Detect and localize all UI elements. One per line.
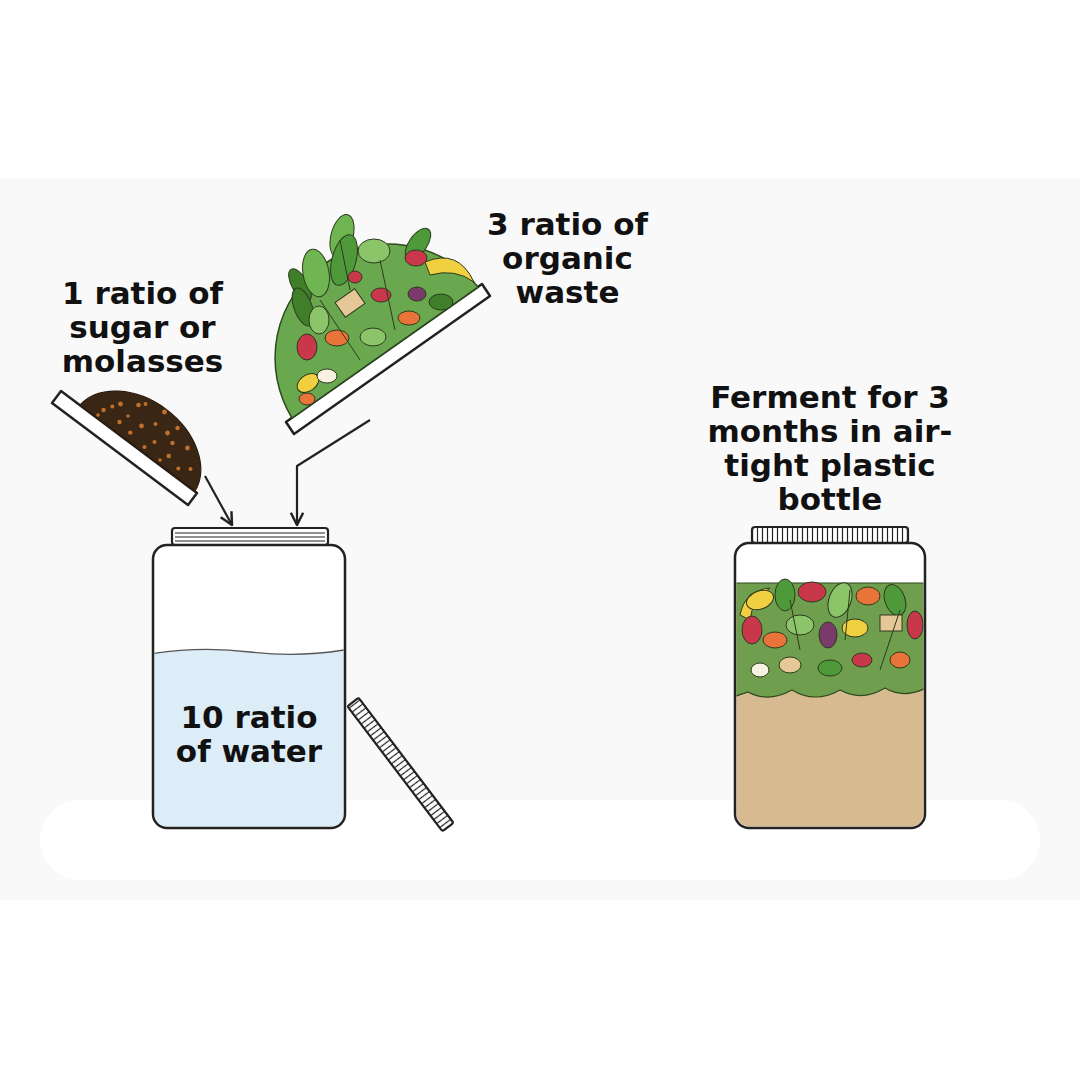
water-jar-node: 10 ratio of water (152, 528, 346, 828)
node-label: 10 ratio of water (166, 700, 332, 768)
sugar-scoop-part-part (96, 413, 100, 417)
flow-arrow (205, 476, 232, 525)
ferment-jar-part (752, 527, 908, 543)
ferment-jar-part-part-part (818, 660, 842, 676)
jar-cap-part (347, 698, 453, 832)
jar-cap-part (347, 698, 453, 832)
sugar-scoop-part (80, 391, 201, 491)
sugar-scoop-part-part (189, 467, 193, 471)
water-jar (150, 528, 350, 832)
ferment-jar-part-part-part (852, 653, 872, 667)
sugar-scoop-part (96, 402, 192, 471)
node-label: 1 ratio of sugar or molasses (45, 276, 240, 378)
background-panel (0, 178, 1080, 900)
waste-scoop-part-part (340, 240, 350, 290)
ferment-jar-part-part-part (790, 590, 900, 670)
ferment-jar-part-part-part (819, 622, 837, 648)
sugar-scoop-part-part (126, 414, 130, 418)
ferment-jar-part-part-part (763, 632, 787, 648)
ferment-jar-part-part-part (890, 652, 910, 668)
ferment-jar-part-part-part (856, 587, 880, 605)
jar-cap (347, 698, 453, 832)
waste-node: 3 ratio of organic waste (280, 205, 665, 420)
water-jar-part-part (155, 649, 344, 827)
sugar-scoop-part-part (158, 458, 162, 462)
sugar-scoop-part-part (143, 445, 147, 449)
node-label: 3 ratio of organic waste (480, 207, 655, 309)
waste-scoop-part-part (317, 369, 337, 383)
waste-scoop-part-part (425, 258, 474, 282)
water-jar-part (172, 528, 328, 545)
ferment-jar-part-part-part (786, 615, 814, 635)
ferment-jar-part-part-part (880, 582, 910, 619)
waste-scoop-part-part (309, 306, 329, 334)
ferment-jar-part-part-part (751, 663, 769, 677)
ferment-jar-part-part-part (907, 611, 923, 639)
sugar-scoop-part-part (175, 426, 179, 430)
waste-scoop-part-part (299, 393, 315, 405)
waste-scoop-part (275, 244, 478, 418)
sugar-scoop-part-part (110, 405, 114, 409)
sugar-scoop-part-part (154, 422, 158, 426)
ferment-jar-part-part-part (775, 579, 795, 611)
waste-scoop-part-part (335, 289, 365, 318)
ferment-jar-part-part-part (880, 615, 902, 631)
flow-arrow (297, 420, 370, 525)
sugar-scoop-part-part (185, 446, 190, 451)
ferment-jar-part-part (740, 579, 923, 677)
water-jar-part (153, 545, 345, 828)
sugar-scoop (52, 391, 201, 505)
ferment-jar-part-part-part (744, 587, 776, 613)
waste-scoop-part (284, 212, 474, 405)
sugar-scoop-part-part (117, 420, 121, 424)
sugar-node: 1 ratio of sugar or molasses (45, 276, 245, 476)
node-label: Ferment for 3 months in air-tight plasti… (705, 380, 955, 516)
ferment-jar-part (752, 527, 908, 543)
water-jar-part (155, 649, 344, 827)
ferment-jar-part (735, 543, 925, 828)
waste-scoop-part-part (358, 239, 390, 263)
waste-scoop-part-part (405, 250, 427, 266)
waste-scoop-part-part (360, 328, 386, 346)
sugar-scoop-part-part (101, 408, 105, 412)
ferment-jar-part (737, 579, 924, 827)
sugar-scoop-part-part (165, 431, 170, 436)
sugar-scoop-part-part (162, 410, 167, 415)
waste-scoop-part-part (297, 334, 317, 360)
sugar-scoop-part-part (170, 441, 174, 445)
sugar-scoop-part-part (118, 402, 123, 407)
ferment-jar-part-part-part (824, 579, 857, 620)
sugar-scoop-part-part (144, 402, 148, 406)
waste-scoop-part-part (380, 260, 395, 330)
ferment-jar-node: Ferment for 3 months in air-tight plasti… (700, 380, 960, 830)
ferment-jar-part-part-part (742, 616, 762, 644)
waste-scoop-part-part (429, 294, 453, 310)
sugar-scoop-part-part (139, 424, 144, 429)
sugar-scoop-part-part (166, 454, 171, 459)
ferment-jar-part (752, 527, 908, 543)
ferment-jar-part-part-part (798, 582, 826, 602)
waste-scoop (275, 212, 490, 434)
waste-scoop-part-part (408, 287, 426, 301)
sugar-scoop-part-part (176, 467, 180, 471)
waste-scoop-part-part (398, 311, 420, 325)
water-jar-part-part (155, 649, 344, 654)
waste-scoop-part-part (348, 271, 362, 283)
sugar-scoop-part-part (128, 430, 132, 434)
sugar-scoop-part-part (136, 403, 141, 408)
sugar-scoop-part-part (153, 440, 157, 444)
waste-scoop-part-part (320, 300, 360, 360)
ferment-jar-part-part-part (779, 657, 801, 673)
ferment-jar (730, 527, 930, 835)
water-jar-part (175, 533, 325, 541)
jar-cap-part (347, 698, 453, 832)
